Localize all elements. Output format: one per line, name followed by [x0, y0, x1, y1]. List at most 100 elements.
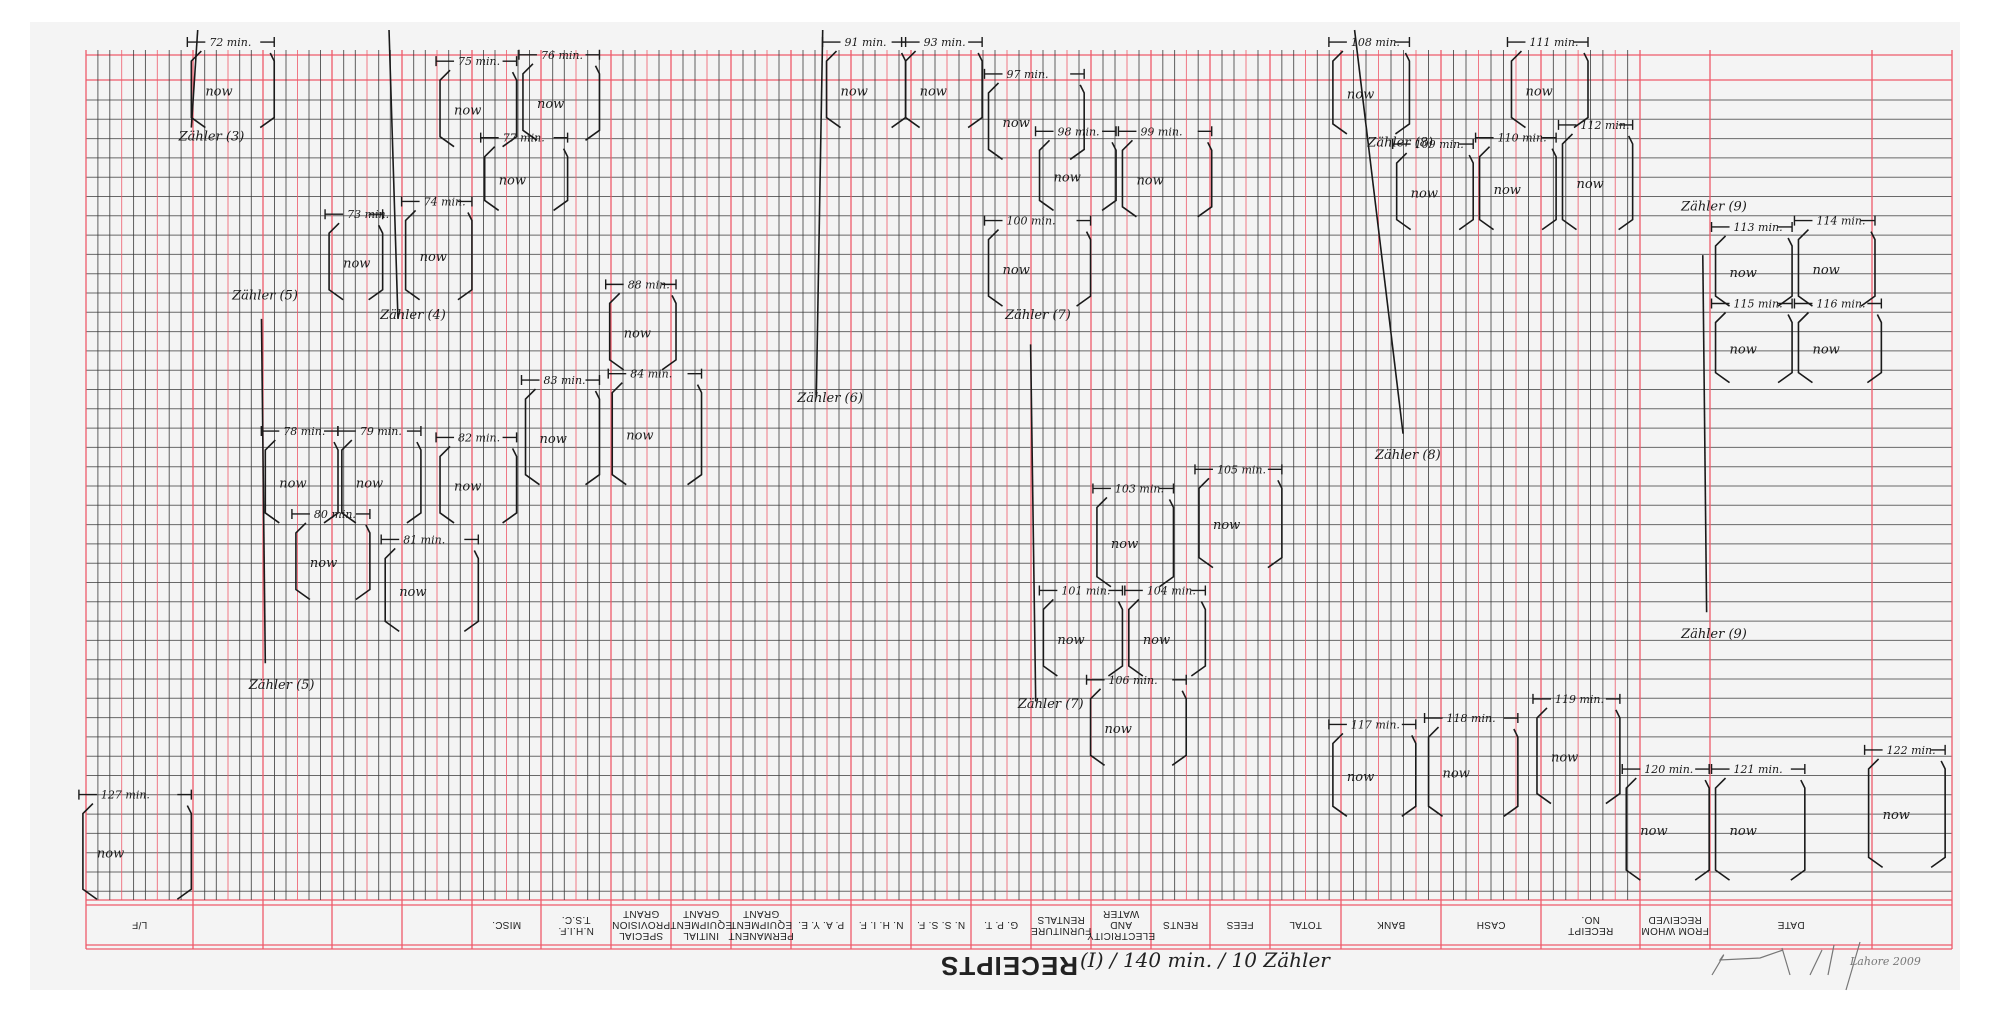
measure-line — [1710, 298, 1793, 309]
counter-label: Zähler (4) — [379, 308, 446, 323]
counter-line — [1701, 255, 1708, 613]
box-minutes-label: 91 min. — [845, 36, 887, 49]
box-now-label: now — [1443, 767, 1470, 782]
counter-label: Zähler (7) — [1004, 308, 1071, 323]
counter-line — [815, 29, 824, 396]
box-right-bracket — [1101, 141, 1117, 212]
box-right-bracket — [502, 71, 518, 148]
box-right-bracket — [1790, 779, 1806, 881]
box-minutes-label: 99 min. — [1140, 125, 1182, 138]
box-now-label: now — [454, 103, 481, 118]
measure-line — [337, 426, 422, 437]
box-minutes-label: 74 min. — [424, 195, 466, 208]
box-right-bracket — [1503, 728, 1519, 817]
box-left-bracket — [1714, 235, 1731, 307]
column-header: N. S. S. F. — [916, 919, 966, 931]
box-now-label: now — [1640, 824, 1667, 839]
box-right-bracket — [1171, 690, 1188, 766]
measure-line — [1328, 719, 1417, 730]
box-left-bracket — [1510, 50, 1526, 129]
box-now-label: now — [1105, 722, 1132, 737]
box-minutes-label: 127 min. — [101, 789, 150, 802]
box-now-label: now — [1494, 183, 1521, 198]
column-header: TOTAL — [1289, 919, 1322, 931]
handwritten-subtitle: (I) / 140 min. / 10 Zähler — [1080, 948, 1330, 972]
column-header: N. H. I. F. — [858, 919, 904, 931]
box-minutes-label: 111 min. — [1529, 36, 1578, 49]
box-minutes-label: 101 min. — [1061, 584, 1110, 597]
measure-line — [1532, 693, 1621, 704]
box-left-bracket — [1867, 758, 1884, 868]
column-header — [332, 905, 402, 945]
column-header: L/F — [131, 919, 148, 931]
box-right-bracket — [368, 224, 384, 301]
box-now-label: now — [205, 84, 232, 99]
measure-line — [1557, 119, 1634, 130]
column-header: PERMANENT EQUIPMENT GRANT — [728, 908, 794, 942]
box-minutes-label: 115 min. — [1734, 297, 1783, 310]
box-right-bracket — [1267, 479, 1283, 569]
box-right-bracket — [1069, 84, 1085, 161]
measure-line — [78, 789, 193, 800]
box-right-bracket — [323, 441, 339, 524]
column-header: P. A. Y. E. — [797, 919, 845, 931]
box-now-label: now — [356, 477, 383, 492]
box-right-bracket — [463, 550, 480, 633]
box-right-bracket — [1694, 779, 1710, 881]
box-left-bracket — [404, 209, 421, 301]
box-left-bracket — [439, 69, 455, 148]
box-minutes-label: 121 min. — [1734, 763, 1783, 776]
box-minutes-label: 105 min. — [1217, 463, 1266, 476]
measure-line — [1863, 744, 1946, 755]
box-left-bracket — [1561, 133, 1577, 231]
box-left-bracket — [1089, 688, 1106, 766]
box-now-label: now — [1576, 177, 1603, 192]
box-now-label: now — [626, 429, 653, 444]
box-right-bracket — [176, 805, 193, 900]
counter-label: Zähler (8) — [1374, 448, 1441, 463]
box-minutes-label: 81 min. — [403, 533, 445, 546]
measure-line — [1793, 298, 1883, 309]
box-now-label: now — [454, 480, 481, 495]
box-right-bracket — [1394, 52, 1411, 135]
box-right-bracket — [1777, 314, 1793, 384]
box-left-bracket — [904, 50, 921, 129]
box-minutes-label: 72 min. — [209, 36, 251, 49]
box-left-bracket — [341, 439, 357, 524]
box-now-label: now — [1143, 633, 1170, 648]
box-left-bracket — [1128, 598, 1144, 677]
box-minutes-label: 104 min. — [1147, 584, 1196, 597]
box-minutes-label: 113 min. — [1734, 221, 1783, 234]
measure-line — [400, 196, 473, 207]
box-left-bracket — [1536, 707, 1552, 805]
column-header: SPECIAL PROVISION GRANT — [611, 908, 671, 942]
box-now-label: now — [1730, 343, 1757, 358]
column-header: N.H.I.F. T.S.C. — [558, 914, 594, 936]
box-now-label: now — [1136, 174, 1163, 189]
box-left-bracket — [295, 522, 311, 601]
box-minutes-label: 114 min. — [1816, 215, 1865, 228]
box-left-bracket — [1038, 139, 1054, 212]
box-right-bracket — [1190, 601, 1207, 677]
measure-line — [1506, 37, 1589, 48]
counter-line — [190, 29, 199, 128]
box-right-bracket — [1458, 154, 1474, 231]
column-header: G. P. T. — [983, 919, 1019, 931]
box-right-bracket — [1573, 52, 1589, 129]
box-right-bracket — [661, 295, 677, 371]
box-now-label: now — [420, 250, 447, 265]
signature: Lahore 2009 — [1850, 955, 1921, 968]
column-header: CASH — [1476, 919, 1506, 931]
box-left-bracket — [608, 292, 625, 371]
box-minutes-label: 83 min. — [544, 374, 586, 387]
box-right-bracket — [1107, 601, 1124, 677]
measure-line — [1124, 585, 1207, 596]
box-left-bracket — [264, 439, 280, 524]
measure-line — [1621, 764, 1710, 775]
box-now-label: now — [841, 84, 868, 99]
box-right-bracket — [1401, 735, 1417, 817]
measure-line — [1038, 585, 1124, 596]
box-right-bracket — [457, 212, 473, 301]
sheet-title: RECEIPTS — [940, 951, 1079, 981]
